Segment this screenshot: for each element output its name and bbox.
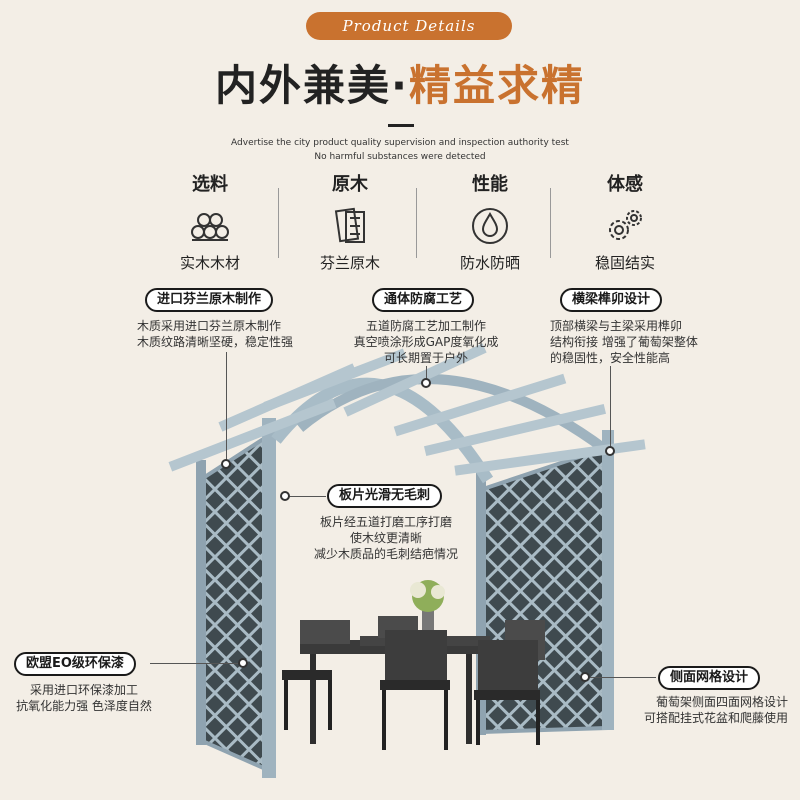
left-front-post <box>196 460 206 745</box>
subtitle-line-2: No harmful substances were detected <box>314 152 486 162</box>
feature-divider <box>550 188 551 258</box>
subtitle-line-1: Advertise the city product quality super… <box>231 138 569 148</box>
tag-smooth-panel: 板片光滑无毛刺 <box>327 484 443 508</box>
wood-planks-icon <box>328 206 372 246</box>
logs-icon <box>188 206 232 246</box>
desc-line: 真空喷涂形成GAP度氧化成 <box>353 335 499 349</box>
pergola-scene <box>168 343 646 778</box>
leader-dot <box>580 672 590 682</box>
feature-divider <box>278 188 279 258</box>
desc-line: 结构衔接 增强了葡萄架整体 <box>550 335 698 349</box>
feature-performance: 性能 防水防晒 <box>430 170 550 273</box>
feature-divider <box>416 188 417 258</box>
title-right: 精益求精 <box>408 61 585 110</box>
desc-eco-paint: 采用进口环保漆加工 抗氧化能力强 色泽度自然 <box>6 682 162 714</box>
feature-material: 选料 实木木材 <box>150 170 270 273</box>
title-dot: · <box>391 61 409 110</box>
tag-eco-paint: 欧盟EO级环保漆 <box>14 652 136 676</box>
title-left: 内外兼美 <box>215 61 392 110</box>
tag-anti-corrosion: 通体防腐工艺 <box>372 288 475 312</box>
desc-line: 五道防腐工艺加工制作 <box>365 319 486 333</box>
feature-desc: 芬兰原木 <box>319 254 380 272</box>
desc-imported-wood: 木质采用进口芬兰原木制作 木质纹路清晰坚硬，稳定性强 <box>137 318 293 350</box>
desc-line: 葡萄架侧面四面网格设计 <box>655 695 788 709</box>
feature-desc: 防水防晒 <box>459 254 520 272</box>
leader-line <box>426 366 427 380</box>
desc-side-grid: 葡萄架侧面四面网格设计 可搭配挂式花盆和爬藤使用 <box>628 694 788 726</box>
leader-dot <box>421 378 431 388</box>
title-underline <box>388 124 414 127</box>
desc-line: 顶部横梁与主梁采用榫卯 <box>550 319 683 333</box>
leader-dot <box>605 446 615 456</box>
product-details-banner: Product Details <box>306 12 512 40</box>
leader-dot <box>280 491 290 501</box>
desc-line: 木质纹路清晰坚硬，稳定性强 <box>137 335 294 349</box>
feature-row: 选料 实木木材 原木 芬兰原木 性能 防水防晒 体感 稳固结实 <box>130 170 690 280</box>
right-mid-post <box>476 470 486 735</box>
leader-line <box>588 677 656 678</box>
tag-imported-wood: 进口芬兰原木制作 <box>145 288 274 312</box>
feature-feel: 体感 稳固结实 <box>565 170 685 273</box>
desc-line: 采用进口环保漆加工 <box>29 683 138 697</box>
feature-title: 体感 <box>607 174 643 195</box>
desc-line: 可长期置于户外 <box>383 351 468 365</box>
leader-line <box>610 366 611 448</box>
water-drop-icon <box>468 206 512 246</box>
desc-line: 木质采用进口芬兰原木制作 <box>137 319 282 333</box>
desc-line: 减少木质品的毛刺结疤情况 <box>313 547 458 561</box>
feature-title: 选料 <box>192 174 228 195</box>
gears-icon <box>603 206 647 246</box>
feature-desc: 实木木材 <box>179 254 240 272</box>
desc-beam-joint: 顶部横梁与主梁采用榫卯 结构衔接 增强了葡萄架整体 的稳固性，安全性能高 <box>550 318 698 366</box>
leader-dot <box>221 459 231 469</box>
leader-line <box>150 663 238 664</box>
feature-log: 原木 芬兰原木 <box>290 170 410 273</box>
page-title: 内外兼美·精益求精 <box>0 52 800 113</box>
desc-line: 可搭配挂式花盆和爬藤使用 <box>643 711 788 725</box>
feature-title: 性能 <box>472 174 508 195</box>
leader-dot <box>238 658 248 668</box>
desc-line: 使木纹更清晰 <box>349 531 422 545</box>
desc-line: 的稳固性，安全性能高 <box>550 351 671 365</box>
desc-anti-corrosion: 五道防腐工艺加工制作 真空喷涂形成GAP度氧化成 可长期置于户外 <box>346 318 506 366</box>
left-lattice-panel <box>198 432 270 774</box>
desc-line: 板片经五道打磨工序打磨 <box>319 515 452 529</box>
left-post <box>262 418 276 778</box>
cross-beams <box>168 343 646 476</box>
feature-title: 原木 <box>332 174 368 195</box>
desc-line: 抗氧化能力强 色泽度自然 <box>16 699 152 713</box>
leader-line <box>288 496 326 497</box>
leader-line <box>226 352 227 462</box>
feature-desc: 稳固结实 <box>594 254 655 272</box>
tag-side-grid: 侧面网格设计 <box>658 666 761 690</box>
right-post <box>602 430 614 730</box>
dining-set <box>282 580 545 750</box>
tag-beam-joint: 横梁榫卯设计 <box>560 288 663 312</box>
desc-smooth-panel: 板片经五道打磨工序打磨 使木纹更清晰 减少木质品的毛刺结疤情况 <box>300 514 472 562</box>
